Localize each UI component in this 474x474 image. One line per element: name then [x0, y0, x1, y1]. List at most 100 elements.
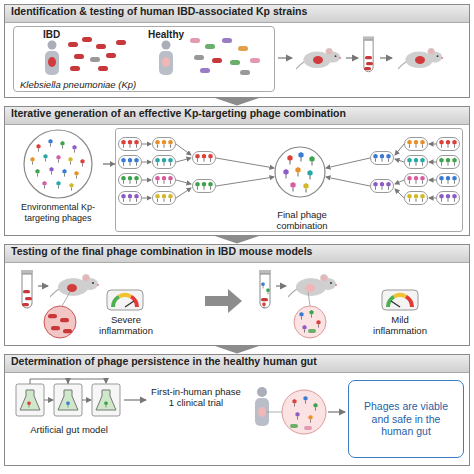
panel3-illustration [62, 292, 70, 306]
panel2-illustration [298, 152, 303, 162]
panel3-illustration [22, 303, 29, 307]
caption-label: Severe inflammation [94, 314, 158, 336]
panel3-illustration [308, 329, 316, 333]
section-title: Determination of phage persistence in th… [5, 355, 469, 373]
panel2-illustration [405, 156, 428, 169]
result-text: Phages are viable and safe in the human … [356, 400, 456, 438]
panel4-illustration [295, 412, 299, 420]
panel3-illustration [205, 289, 242, 313]
panel2-illustration [309, 156, 314, 166]
panel3-illustration [276, 285, 286, 286]
panel1-illustration [222, 38, 232, 43]
caption-label: Mild inflammation [368, 314, 432, 336]
panel2-illustration [395, 159, 404, 162]
panel2-illustration [405, 192, 428, 205]
panel4-illustration [58, 390, 78, 410]
panel2-illustration [72, 145, 76, 153]
panel4-illustration [104, 401, 107, 407]
panel2-illustration [295, 167, 300, 177]
panel1-illustration [366, 62, 373, 66]
panel4-illustration [20, 390, 40, 410]
panel3-illustration [259, 270, 271, 308]
panel2-illustration [60, 141, 64, 149]
panel1-illustration [200, 68, 210, 73]
panel1-illustration [363, 36, 374, 71]
panel4-illustration [328, 411, 345, 412]
panel4-illustration [68, 379, 106, 384]
panel3-illustration [23, 290, 30, 294]
result-box: Phages are viable and safe in the human … [348, 380, 464, 458]
panel2-illustration [62, 169, 66, 177]
panel2-illustration [193, 152, 216, 165]
panel2-illustration [437, 192, 460, 205]
panel2-illustration [56, 181, 60, 189]
panel3-illustration [107, 290, 143, 310]
panel2-illustration [287, 155, 292, 165]
panel1-illustration [230, 60, 240, 65]
section-panel: Iterative generation of an effective Kp-… [4, 106, 470, 236]
panel2-illustration [74, 171, 78, 179]
panel1-illustration [116, 40, 126, 45]
panel1-illustration [380, 57, 392, 58]
panel3-illustration [316, 320, 320, 328]
panel1-illustration [250, 58, 260, 63]
panel3-illustration [63, 329, 72, 334]
panel1-illustration [96, 44, 106, 49]
panel2-illustration [176, 188, 191, 198]
panel2-illustration [30, 157, 34, 165]
panel2-illustration [142, 180, 151, 181]
panel1-illustration [159, 51, 173, 75]
panel3-illustration [21, 270, 418, 338]
panel2-illustration [437, 138, 460, 151]
panel4-illustration [124, 399, 146, 400]
panel2-illustration [216, 177, 274, 186]
panel2-illustration [36, 144, 40, 152]
panel2-illustration [119, 156, 142, 169]
panel4-illustration [308, 415, 312, 423]
panel3-illustration [299, 312, 303, 320]
panel3-illustration [388, 297, 394, 307]
panel2-illustration [153, 156, 176, 169]
flow-connector [215, 346, 259, 354]
chevron-arrow [215, 346, 259, 354]
panel4-illustration [303, 396, 307, 404]
panel2-illustration [142, 144, 436, 198]
panel1-illustration [45, 36, 443, 75]
caption-label: Artificial gut model [14, 424, 124, 435]
panel4-illustration [258, 407, 266, 417]
panel4-illustration [16, 384, 44, 416]
panel1-illustration [240, 70, 250, 75]
panel3-illustration [261, 282, 264, 288]
panel2-illustration [142, 162, 151, 163]
panel3-illustration [294, 306, 326, 338]
panel4-illustration [304, 426, 312, 430]
panel2-illustration [35, 169, 39, 177]
panel1-illustration [48, 57, 56, 67]
connector-line [103, 163, 115, 164]
caption-label: First-in-human phase 1 clinical trial [148, 386, 244, 408]
panel1-illustration [162, 41, 171, 50]
panel3-illustration [262, 302, 265, 308]
strain-box: IBDHealthyKlebsiella pneumoniae (Kp) [13, 26, 275, 92]
panel4-illustration [255, 398, 269, 426]
panel1-illustration [82, 37, 92, 42]
panel2-illustration [30, 138, 459, 205]
panel4-illustration [82, 400, 91, 401]
panel1-illustration [162, 57, 170, 67]
panel3-illustration [394, 295, 406, 297]
panel2-illustration [56, 155, 60, 163]
panel1-illustration [278, 57, 292, 58]
panel1-illustration [313, 56, 323, 64]
panel3-illustration [113, 297, 119, 307]
panel3-illustration [308, 292, 310, 306]
panel2-illustration [275, 147, 325, 197]
panel3-illustration [67, 284, 77, 292]
panel2-illustration [119, 174, 142, 187]
panel3-illustration [266, 288, 269, 294]
panel2-illustration [371, 180, 394, 193]
panel2-illustration [80, 159, 84, 167]
panel1-illustration [70, 66, 80, 71]
panel2-illustration [153, 174, 176, 187]
flow-connector [103, 161, 115, 167]
panel2-illustration [142, 198, 151, 199]
